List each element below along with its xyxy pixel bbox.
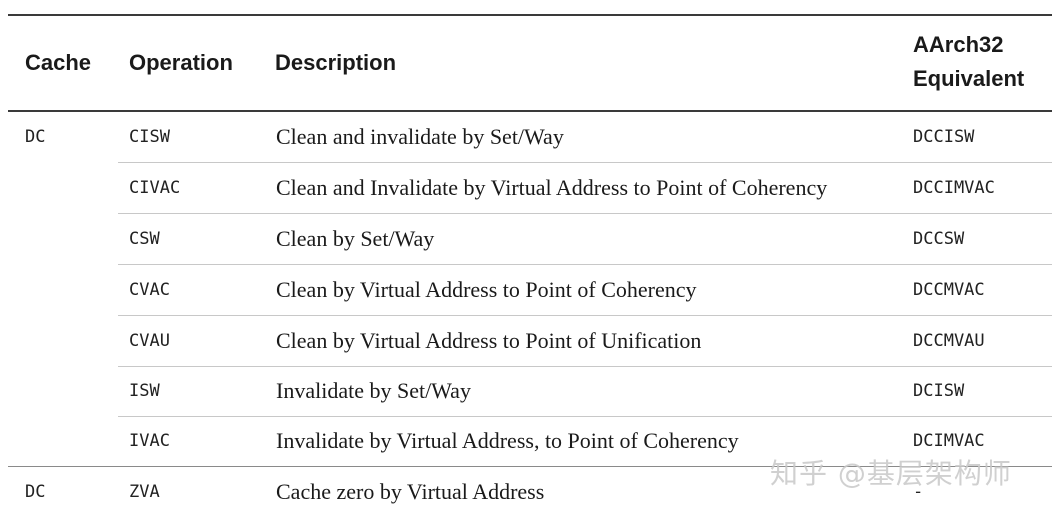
row-divider xyxy=(118,162,1052,163)
header-aarch32-line1: AArch32 xyxy=(913,32,1004,57)
cell-aarch32: DCCIMVAC xyxy=(913,178,995,198)
table-row: DC ZVA Cache zero by Virtual Address - xyxy=(8,467,1052,517)
cell-operation: IVAC xyxy=(129,431,170,451)
cell-aarch32: DCCSW xyxy=(913,229,965,249)
table-header-row: Cache Operation Description AArch32 Equi… xyxy=(8,16,1052,110)
cell-aarch32: DCIMVAC xyxy=(913,431,985,451)
cell-aarch32: DCCMVAU xyxy=(913,331,985,351)
table-header-rule xyxy=(8,110,1052,112)
header-operation: Operation xyxy=(129,50,233,75)
row-divider xyxy=(118,315,1052,316)
cell-description: Invalidate by Set/Way xyxy=(276,378,471,403)
cell-description: Cache zero by Virtual Address xyxy=(276,479,545,504)
table-row: CIVAC Clean and Invalidate by Virtual Ad… xyxy=(8,163,1052,214)
cell-operation: ISW xyxy=(129,381,160,401)
cell-operation: CSW xyxy=(129,229,160,249)
table-row: CVAC Clean by Virtual Address to Point o… xyxy=(8,265,1052,316)
cell-description: Clean by Virtual Address to Point of Coh… xyxy=(276,277,697,302)
cell-operation: CISW xyxy=(129,127,170,147)
cell-description: Clean by Virtual Address to Point of Uni… xyxy=(276,328,702,353)
cell-cache: DC xyxy=(25,482,46,502)
row-divider xyxy=(118,416,1052,417)
table-top-rule xyxy=(8,14,1052,16)
header-aarch32-equivalent: AArch32 Equivalent xyxy=(913,28,1024,96)
cell-aarch32: DCCMVAC xyxy=(913,280,985,300)
cell-aarch32: - xyxy=(913,482,924,502)
row-divider xyxy=(118,366,1052,367)
header-aarch32-line2: Equivalent xyxy=(913,66,1025,91)
table-row: IVAC Invalidate by Virtual Address, to P… xyxy=(8,416,1052,467)
cell-description: Clean and Invalidate by Virtual Address … xyxy=(276,175,828,200)
cell-operation: ZVA xyxy=(129,482,160,502)
header-description: Description xyxy=(275,50,397,75)
header-cache: Cache xyxy=(25,50,92,75)
cell-operation: CVAC xyxy=(129,280,170,300)
cell-cache: DC xyxy=(25,127,46,147)
cell-description: Clean and invalidate by Set/Way xyxy=(276,124,564,149)
group-divider xyxy=(8,466,1052,467)
cell-aarch32: DCCISW xyxy=(913,127,975,147)
cell-operation: CIVAC xyxy=(129,178,181,198)
table-row: DC CISW Clean and invalidate by Set/Way … xyxy=(8,112,1052,163)
cell-aarch32: DCISW xyxy=(913,381,965,401)
table-row: ISW Invalidate by Set/Way DCISW xyxy=(8,366,1052,417)
table-row: CSW Clean by Set/Way DCCSW xyxy=(8,214,1052,265)
cell-description: Clean by Set/Way xyxy=(276,226,435,251)
watermark: 知乎 @基层架构师 xyxy=(770,457,1012,490)
cell-operation: CVAU xyxy=(129,331,170,351)
cell-description: Invalidate by Virtual Address, to Point … xyxy=(276,428,739,453)
row-divider xyxy=(118,213,1052,214)
table-row: CVAU Clean by Virtual Address to Point o… xyxy=(8,316,1052,367)
row-divider xyxy=(118,264,1052,265)
